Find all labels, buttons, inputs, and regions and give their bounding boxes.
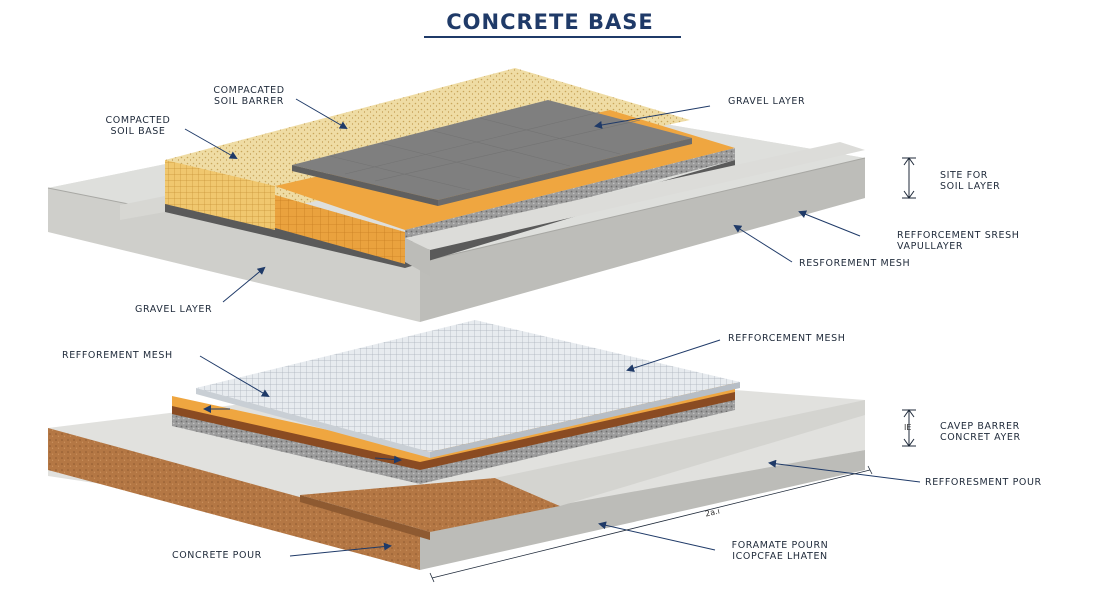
label-line: SOIL BASE: [110, 126, 166, 137]
label-line: SITE FOR: [940, 170, 988, 181]
label-reinforcement-vapor: REFFORCEMENT SRESH VAPULLAYER: [897, 230, 1020, 252]
label-line: ICOPCFAE LHATEN: [732, 551, 828, 562]
dimension-lines: [429, 157, 916, 583]
label-reinforcement-mesh-top: RESFOREMENT MESH: [799, 258, 911, 269]
label-gravel-layer-bottom: GRAVEL LAYER: [135, 304, 213, 315]
diagram-title: CONCRETE BASE: [446, 10, 654, 34]
label-gravel-layer-top: GRAVEL LAYER: [728, 96, 806, 107]
label-site-for-soil-layer: SITE FOR SOIL LAYER: [940, 170, 1000, 192]
label-line: REFFORCEMENT SRESH: [897, 230, 1020, 241]
label-reinforcement-pour: REFFORESMENT POUR: [925, 477, 1042, 488]
label-line: VAPULLAYER: [897, 241, 964, 252]
label-formate-pour: FORAMATE POURN ICOPCFAE LHATEN: [700, 540, 860, 562]
label-line: SOIL LAYER: [940, 181, 1001, 192]
leader-lines: [184, 98, 921, 557]
label-line: CONCRET AYER: [940, 432, 1021, 443]
label-vapor-barrier: CAVEP BARRER CONCRET AYER: [940, 421, 1021, 443]
label-compacted-soil-base: COMPACTED SOIL BASE: [88, 115, 188, 137]
dimension-mark: IE: [904, 423, 912, 432]
bottom-layer-stack: [172, 320, 740, 484]
label-line: COMPACTED: [105, 115, 171, 126]
label-line: SOIL BARRER: [213, 96, 285, 107]
label-line: CAVEP BARRER: [940, 421, 1020, 432]
label-reinforcement-mesh-right: REFFORCEMENT MESH: [728, 333, 846, 344]
label-line: COMPACATED: [213, 85, 285, 96]
label-line: FORAMATE POURN: [731, 540, 829, 551]
title-underline: [424, 36, 681, 38]
top-layer-stack: [120, 68, 865, 276]
label-reinforcement-mesh-left: REFFOREMENT MESH: [62, 350, 173, 361]
label-compacted-soil-barrier: COMPACATED SOIL BARRER: [199, 85, 299, 107]
label-concrete-pour: CONCRETE POUR: [172, 550, 262, 561]
